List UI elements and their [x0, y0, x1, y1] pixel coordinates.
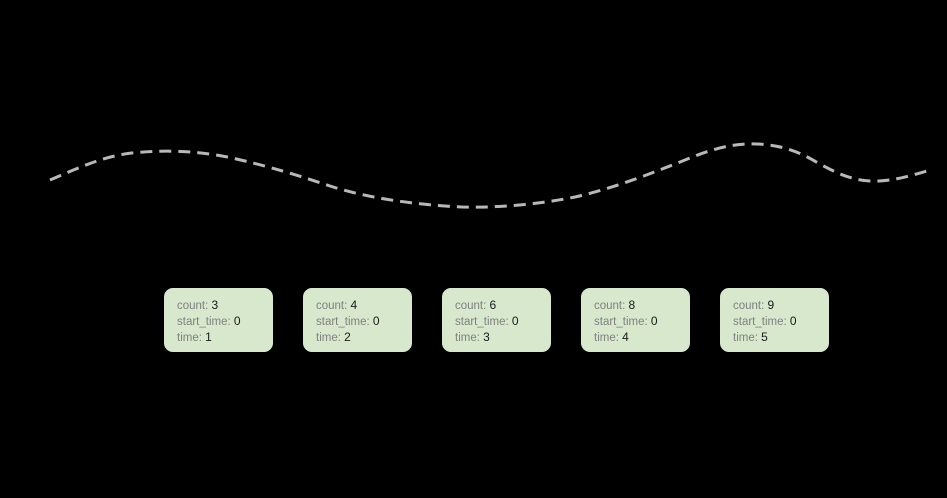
card-start-time-value: 0	[372, 314, 380, 328]
card-start-time-label: start_time:	[455, 316, 509, 328]
card-count-label: count:	[455, 300, 487, 312]
card-count-row: count: 6	[455, 298, 550, 314]
card-count-row: count: 4	[316, 298, 411, 314]
card-time-label: time:	[177, 332, 202, 344]
card-time-row: time: 4	[594, 330, 689, 346]
card-time-value: 1	[205, 330, 212, 344]
card-start-time-row: start_time: 0	[733, 314, 828, 330]
card-start-time-row: start_time: 0	[594, 314, 689, 330]
card-time-value: 3	[483, 330, 490, 344]
card-time-label: time:	[455, 332, 480, 344]
card-count-value: 8	[628, 298, 636, 312]
dashed-trend-curve	[49, 142, 931, 209]
card-start-time-label: start_time:	[733, 316, 787, 328]
card-start-time-row: start_time: 0	[177, 314, 272, 330]
card-start-time-row: start_time: 0	[316, 314, 411, 330]
card-time-label: time:	[594, 332, 619, 344]
card-time-value: 5	[761, 330, 768, 344]
card-time-row: time: 2	[316, 330, 411, 346]
card-count-label: count:	[594, 300, 626, 312]
card-start-time-value: 0	[650, 314, 658, 328]
card-time-label: time:	[316, 332, 341, 344]
card-time-label: time:	[733, 332, 758, 344]
card-start-time-value: 0	[789, 314, 797, 328]
card-start-time-row: start_time: 0	[455, 314, 550, 330]
card-count-row: count: 8	[594, 298, 689, 314]
card-start-time-label: start_time:	[177, 316, 231, 328]
card-count-value: 4	[350, 298, 358, 312]
card-count-label: count:	[733, 300, 765, 312]
card-count-label: count:	[316, 300, 348, 312]
card-count-row: count: 3	[177, 298, 272, 314]
card-start-time-value: 0	[511, 314, 519, 328]
card-time-value: 4	[622, 330, 629, 344]
card-time-row: time: 1	[177, 330, 272, 346]
card-time-row: time: 3	[455, 330, 550, 346]
card-count-label: count:	[177, 300, 209, 312]
card-count-value: 9	[767, 298, 775, 312]
card-count-value: 3	[211, 298, 219, 312]
card-start-time-label: start_time:	[594, 316, 648, 328]
card-time-row: time: 5	[733, 330, 828, 346]
card-start-time-value: 0	[233, 314, 241, 328]
card-start-time-label: start_time:	[316, 316, 370, 328]
card-time-value: 2	[344, 330, 351, 344]
card-count-row: count: 9	[733, 298, 828, 314]
card-count-value: 6	[489, 298, 497, 312]
